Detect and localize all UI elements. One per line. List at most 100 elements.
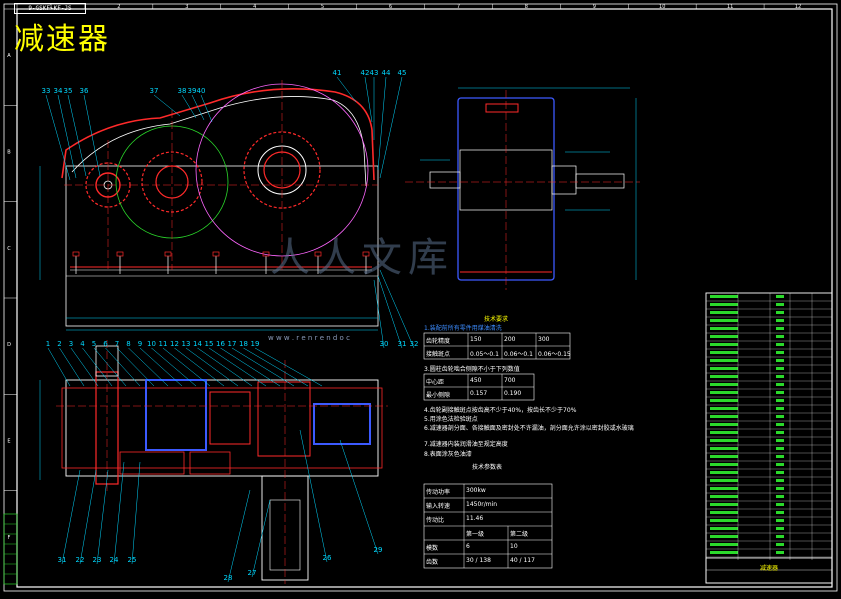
title-block-name: 减速器 bbox=[760, 565, 779, 572]
bom-entry bbox=[710, 295, 738, 298]
part-balloon: 22 bbox=[76, 556, 85, 564]
bom-entry bbox=[710, 343, 738, 346]
bolt-head bbox=[72, 251, 80, 257]
notes-line7: 8.表面涂灰色油漆 bbox=[424, 451, 472, 458]
ruler-side-label: F bbox=[8, 535, 11, 541]
table-cell: 输入转速 bbox=[426, 503, 451, 510]
bom-entry bbox=[710, 503, 738, 506]
table-cell: 第一级 bbox=[466, 531, 485, 538]
leader-line bbox=[227, 489, 251, 583]
leader-line bbox=[116, 347, 155, 387]
table-cell: 0.157 bbox=[470, 390, 488, 397]
drawing-title: 减速器 bbox=[14, 22, 110, 57]
part-balloon: 10 bbox=[147, 340, 156, 348]
bom-entry bbox=[710, 439, 738, 442]
leader-line bbox=[174, 347, 225, 387]
part-balloon: 26 bbox=[323, 554, 332, 562]
part-balloon: 1 bbox=[46, 340, 50, 348]
housing-base bbox=[65, 165, 379, 327]
watermark-url: w w w . r e n r e n d o c bbox=[268, 334, 350, 342]
ruler-side-label: C bbox=[7, 246, 11, 252]
leader-line bbox=[96, 469, 109, 565]
bom-entry bbox=[710, 399, 738, 402]
part-balloon: 36 bbox=[80, 87, 89, 95]
notes-line2: 3.圆柱齿轮啮合侧隙不小于下列数值 bbox=[424, 366, 520, 373]
leader-line bbox=[83, 94, 101, 177]
ruler-top-label: 2 bbox=[117, 4, 120, 10]
leader-line bbox=[197, 347, 253, 387]
leader-line bbox=[208, 347, 267, 387]
leader-line bbox=[191, 94, 205, 121]
part-balloon: 45 bbox=[398, 69, 407, 77]
plan-housing bbox=[65, 379, 379, 477]
leader-line bbox=[379, 76, 403, 179]
notes-line1: 1.装配前所有零件用煤油清洗 bbox=[424, 325, 502, 332]
title-block bbox=[705, 557, 833, 584]
part-balloon: 38 bbox=[178, 87, 187, 95]
table-cell: 齿轮精度 bbox=[426, 338, 451, 345]
leader-line bbox=[139, 347, 183, 387]
part-balloon: 27 bbox=[248, 569, 257, 577]
part-balloon: 11 bbox=[159, 340, 168, 348]
leader-line bbox=[105, 347, 141, 387]
part-balloon: 34 bbox=[54, 87, 63, 95]
leader-line bbox=[364, 76, 373, 123]
ruler-top-label: 11 bbox=[727, 4, 733, 10]
watermark-logo: 人人文库 bbox=[270, 235, 454, 281]
table-cell: 传动比 bbox=[426, 517, 445, 524]
leader-line bbox=[254, 347, 323, 387]
bom-entry bbox=[710, 495, 738, 498]
plan-view bbox=[39, 340, 388, 584]
bom-entry bbox=[710, 527, 738, 530]
ruler-side-label: E bbox=[7, 439, 10, 445]
part-balloon: 25 bbox=[128, 556, 137, 564]
leader-line bbox=[93, 347, 127, 387]
leader-line bbox=[339, 439, 379, 555]
ruler-top-label: 7 bbox=[457, 4, 460, 10]
part-balloon: 12 bbox=[170, 340, 179, 348]
bolt-head bbox=[262, 251, 270, 257]
part-balloon: 18 bbox=[239, 340, 248, 348]
drawing-tag: 9-GSKF-KF-JS bbox=[14, 3, 86, 14]
bolt-head bbox=[314, 251, 322, 257]
part-balloon: 29 bbox=[374, 546, 383, 554]
part-balloon: 31 bbox=[398, 340, 407, 348]
leader-line bbox=[220, 347, 281, 387]
bom-entry bbox=[710, 383, 738, 386]
table-cell: 10 bbox=[510, 543, 518, 550]
part-balloon: 31 bbox=[58, 556, 67, 564]
leader-line bbox=[162, 347, 211, 387]
table-cell: 1450r/min bbox=[466, 501, 498, 508]
part-balloon: 7 bbox=[115, 340, 119, 348]
table-cell: 齿数 bbox=[426, 559, 439, 566]
ruler-top-label: 12 bbox=[795, 4, 801, 10]
table-cell: 150 bbox=[470, 336, 482, 343]
bom-entry bbox=[710, 327, 738, 330]
table-cell: 第二级 bbox=[510, 531, 529, 538]
table-cell: 0.06～0.15 bbox=[538, 351, 571, 358]
bom-entry bbox=[710, 375, 738, 378]
leader-line bbox=[200, 94, 213, 123]
part-balloon: 39 bbox=[188, 87, 197, 95]
bolt-head bbox=[116, 251, 124, 257]
bom-entry bbox=[710, 479, 738, 482]
table-cell: 模数 bbox=[426, 545, 439, 552]
bom-entry bbox=[710, 511, 738, 514]
notes-heading: 技术要求 bbox=[484, 316, 509, 323]
leader-line bbox=[67, 94, 87, 177]
bom-grid bbox=[705, 292, 833, 584]
part-balloon: 8 bbox=[126, 340, 130, 348]
part-balloon: 30 bbox=[380, 340, 389, 348]
bom-entry bbox=[710, 463, 738, 466]
ruler-top-label: 5 bbox=[321, 4, 324, 10]
part-balloon: 9 bbox=[138, 340, 142, 348]
bom-entry bbox=[710, 519, 738, 522]
table-cell: 传动功率 bbox=[426, 489, 451, 496]
ruler-side-label: B bbox=[7, 150, 11, 156]
part-balloon: 14 bbox=[193, 340, 202, 348]
notes-line3: 4.齿轮副接触斑点按齿高不少于40%，按齿长不少于70% bbox=[424, 407, 577, 414]
table-cell: 最小侧隙 bbox=[426, 392, 451, 399]
leader-line bbox=[128, 347, 169, 387]
